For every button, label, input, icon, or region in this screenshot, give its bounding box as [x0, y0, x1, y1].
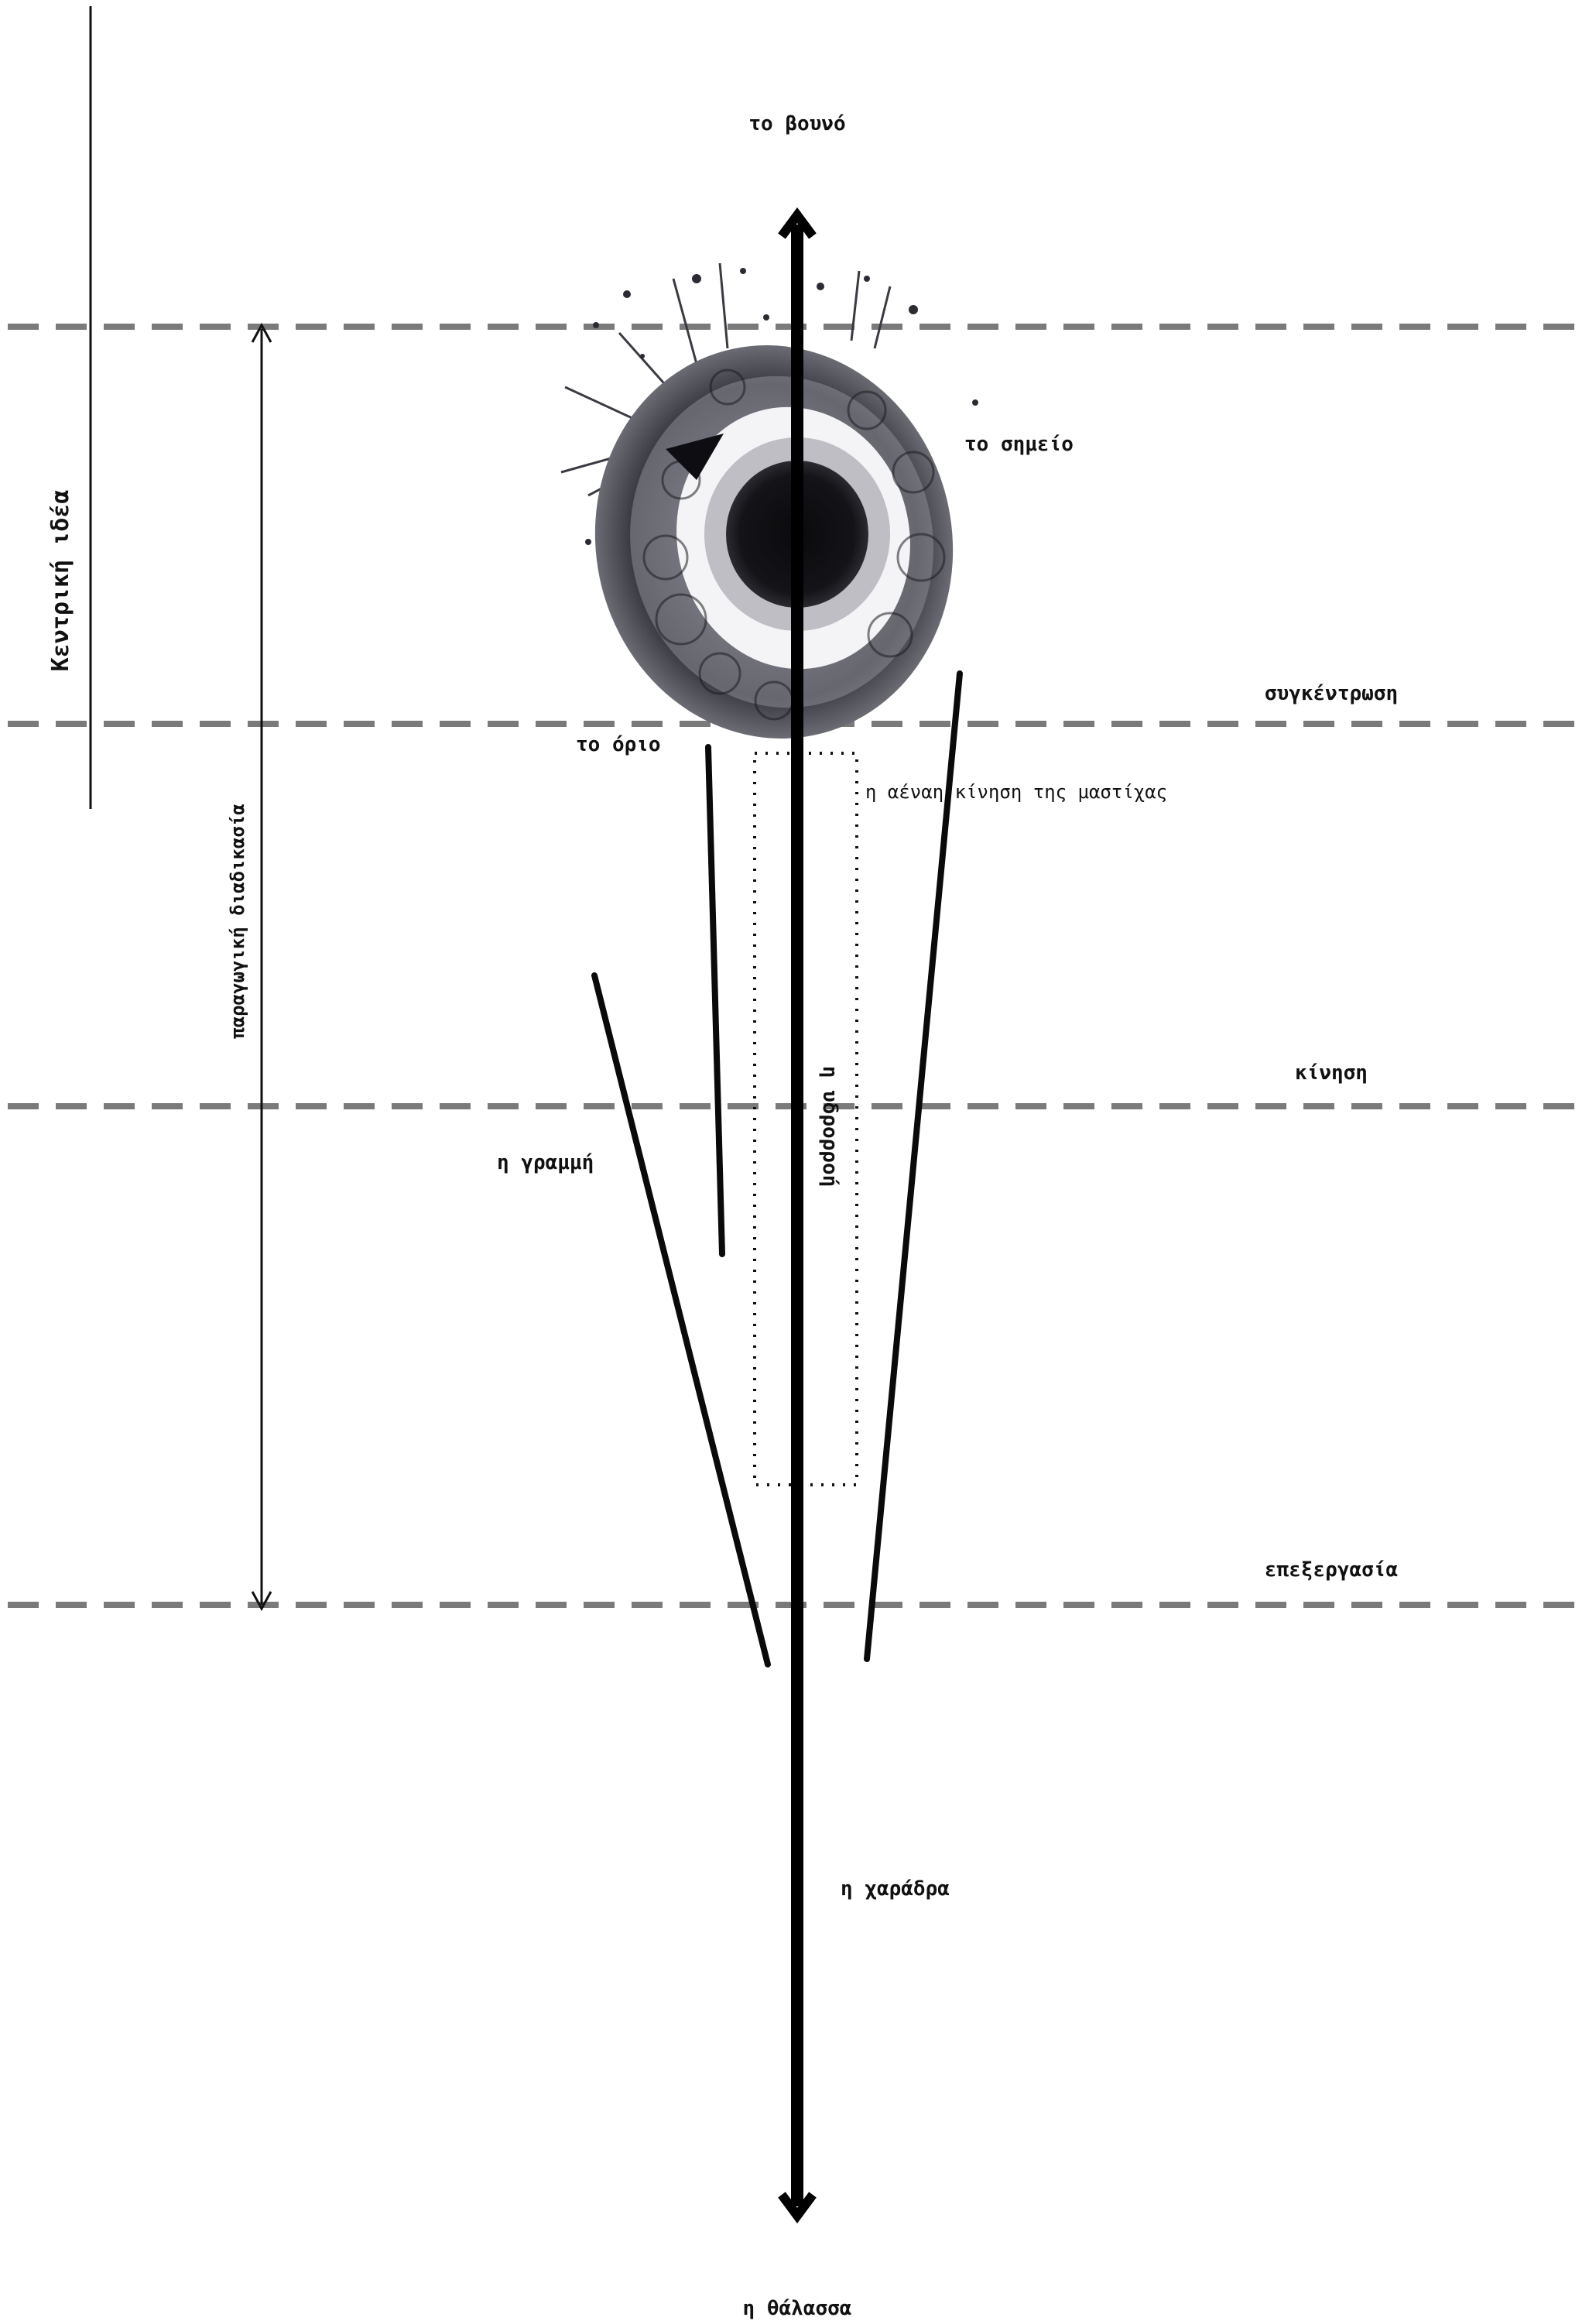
line-strokes — [594, 674, 960, 1664]
label-movement: κίνηση — [1295, 1061, 1368, 1085]
label-limit: το όριο — [576, 733, 661, 756]
label-central-idea: Κεντρική ιδέα — [47, 490, 74, 672]
ink-blot-image — [559, 263, 989, 772]
label-mountain: το βουνό — [748, 112, 845, 135]
the-line-stroke — [594, 975, 768, 1664]
label-production-process: παραγωγική διαδικασία — [227, 804, 248, 1038]
label-watershed: η υδρορροή — [818, 1066, 841, 1188]
label-ravine: η χαράδρα — [841, 1877, 950, 1901]
label-concentration: συγκέντρωση — [1265, 682, 1398, 705]
limit-line — [708, 747, 722, 1254]
right-long-stroke — [867, 674, 960, 1659]
label-processing: επεξεργασία — [1265, 1558, 1398, 1582]
production-process-arrow — [252, 325, 271, 1609]
label-the-line: η γραμμή — [497, 1151, 594, 1174]
label-point: το σημείο — [964, 433, 1074, 456]
label-sea: η θάλασσα — [743, 2297, 852, 2320]
label-mastic-movement: η αέναη κίνηση της μαστίχας — [865, 781, 1167, 803]
